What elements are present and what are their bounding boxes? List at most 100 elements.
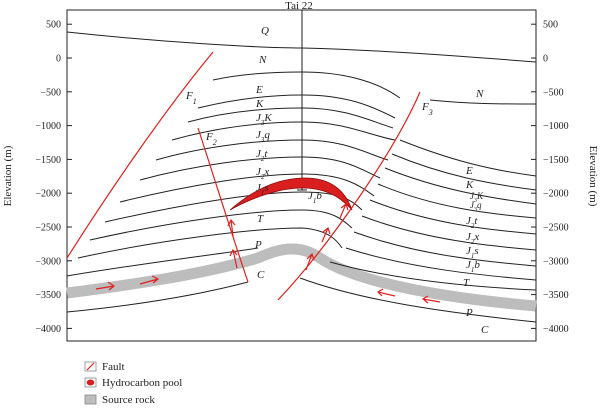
right-tick-label: −1500 xyxy=(543,155,569,166)
horizon-j1b-t xyxy=(89,209,353,241)
fault-icon-line xyxy=(86,362,95,371)
horizon-right-4 xyxy=(377,183,537,219)
right-tick-label: −3000 xyxy=(543,256,569,267)
arrow-fault-f3-up xyxy=(339,202,349,219)
legend-label-source-rock: Source rock xyxy=(102,394,155,406)
migration-arrows xyxy=(95,202,441,304)
unit-t: T xyxy=(257,213,264,225)
legend: Fault Hydrocarbon pool Source rock xyxy=(84,361,182,406)
unit-right-e: E xyxy=(465,165,473,177)
left-tick-label: −4000 xyxy=(35,324,61,335)
unit-k: K xyxy=(255,98,264,110)
right-tick-label: −1000 xyxy=(543,121,569,132)
right-tick-label: −2000 xyxy=(543,189,569,200)
unit-right-j1s: J1s xyxy=(466,245,479,260)
fault-label-f2: F2 xyxy=(205,131,217,147)
right-axis-title: Elevation (m) xyxy=(587,146,599,207)
horizon-p-c xyxy=(66,247,259,277)
horizon-c-base-east xyxy=(299,277,537,323)
fault-f2 xyxy=(197,127,249,283)
horizon-e-k xyxy=(197,94,396,119)
horizon-n-e-center xyxy=(212,71,401,99)
fault-label-f1: F1 xyxy=(185,90,197,106)
unit-right-j2x: J2x xyxy=(466,231,479,246)
fault-label-f3: F3 xyxy=(421,101,433,117)
horizon-right-7 xyxy=(353,231,537,267)
arrow-crest-1 xyxy=(305,252,315,271)
arrow-crest-2 xyxy=(321,226,331,243)
horizon-c-base-west xyxy=(66,281,249,313)
right-tick-label: −4000 xyxy=(543,324,569,335)
horizon-k-j3k xyxy=(187,107,394,129)
faults xyxy=(66,51,421,301)
unit-n: N xyxy=(258,54,267,66)
left-tick-label: −500 xyxy=(40,87,61,98)
right-tick-label: 0 xyxy=(543,54,548,65)
unit-right-n: N xyxy=(475,88,484,100)
horizon-right-6 xyxy=(361,215,537,251)
horizon-right-5 xyxy=(369,199,537,235)
arrow-fault-f2-up-1 xyxy=(229,248,238,269)
unit-right-j1b: J1b xyxy=(466,259,480,274)
unit-right-c: C xyxy=(481,324,489,336)
horizon-j3k-j3q xyxy=(171,121,396,141)
horizon-j2t-j2x xyxy=(139,156,381,181)
unit-q: Q xyxy=(261,25,269,37)
unit-right-t: T xyxy=(463,277,470,289)
left-tick-label: −2500 xyxy=(35,223,61,234)
hydrocarbon-pool-icon-fill xyxy=(86,379,95,386)
unit-j1b: J1b xyxy=(308,190,322,205)
horizon-j2x-j1s xyxy=(119,173,375,203)
left-tick-label: −3500 xyxy=(35,290,61,301)
arrow-west-2 xyxy=(139,275,160,285)
unit-e: E xyxy=(255,84,263,96)
arrow-east-2 xyxy=(377,288,396,297)
right-tick-label: −3500 xyxy=(543,290,569,301)
horizon-right-2 xyxy=(391,153,537,191)
legend-label-fault: Fault xyxy=(102,361,125,373)
unit-j2x: J2x xyxy=(256,166,269,181)
unit-right-j3k: J3K xyxy=(470,191,484,204)
unit-right-k: K xyxy=(465,179,474,191)
left-tick-label: −1500 xyxy=(35,155,61,166)
unit-j3k: J3K xyxy=(256,112,272,127)
arrow-east-1 xyxy=(421,295,441,304)
unit-c: C xyxy=(257,269,265,281)
right-axis: 5000−500−1000−1500−2000−2500−3000−3500−4… xyxy=(531,20,569,335)
hydrocarbon-pool xyxy=(229,177,353,211)
horizon-j3q-j2t xyxy=(155,139,389,161)
right-tick-label: 500 xyxy=(543,20,558,31)
legend-label-hydrocarbon-pool: Hydrocarbon pool xyxy=(102,377,182,389)
center-unit-labels: Q N E K J3K J3q J2t J2x J1s J1b T P C xyxy=(254,25,322,281)
horizon-q-n xyxy=(66,31,537,63)
unit-p: P xyxy=(254,239,262,251)
horizon-right-1 xyxy=(399,139,537,177)
source-rock-icon xyxy=(84,394,97,405)
unit-j3q: J3q xyxy=(256,129,270,144)
unit-j1s: J1s xyxy=(256,182,269,197)
left-axis-title: Elevation (m) xyxy=(2,145,14,206)
left-tick-label: −1000 xyxy=(35,121,61,132)
left-tick-label: 500 xyxy=(46,20,61,31)
right-unit-labels: N E K J3K J3q J2t J2x J1s J1b T P C xyxy=(463,88,489,336)
strata-lines xyxy=(66,31,537,323)
horizon-p-c-east xyxy=(329,261,537,291)
well-label: Tai 22 xyxy=(285,0,313,12)
fault-f1 xyxy=(66,51,214,259)
horizon-right-8 xyxy=(345,247,537,281)
horizon-t-p xyxy=(77,227,343,259)
unit-j2t: J2t xyxy=(256,148,268,163)
unit-right-j2t: J2t xyxy=(466,215,478,230)
unit-right-p: P xyxy=(465,307,473,319)
horizon-right-3 xyxy=(384,167,537,205)
left-tick-label: −3000 xyxy=(35,256,61,267)
arrow-west-1 xyxy=(95,281,116,291)
fault-f3 xyxy=(277,91,421,301)
left-tick-label: 0 xyxy=(56,54,61,65)
right-tick-label: −2500 xyxy=(543,223,569,234)
unit-right-j3q: J3q xyxy=(470,200,482,213)
left-tick-label: −2000 xyxy=(35,189,61,200)
arrow-fault-f2-up-2 xyxy=(227,218,236,237)
horizon-n-e-right xyxy=(429,99,537,105)
